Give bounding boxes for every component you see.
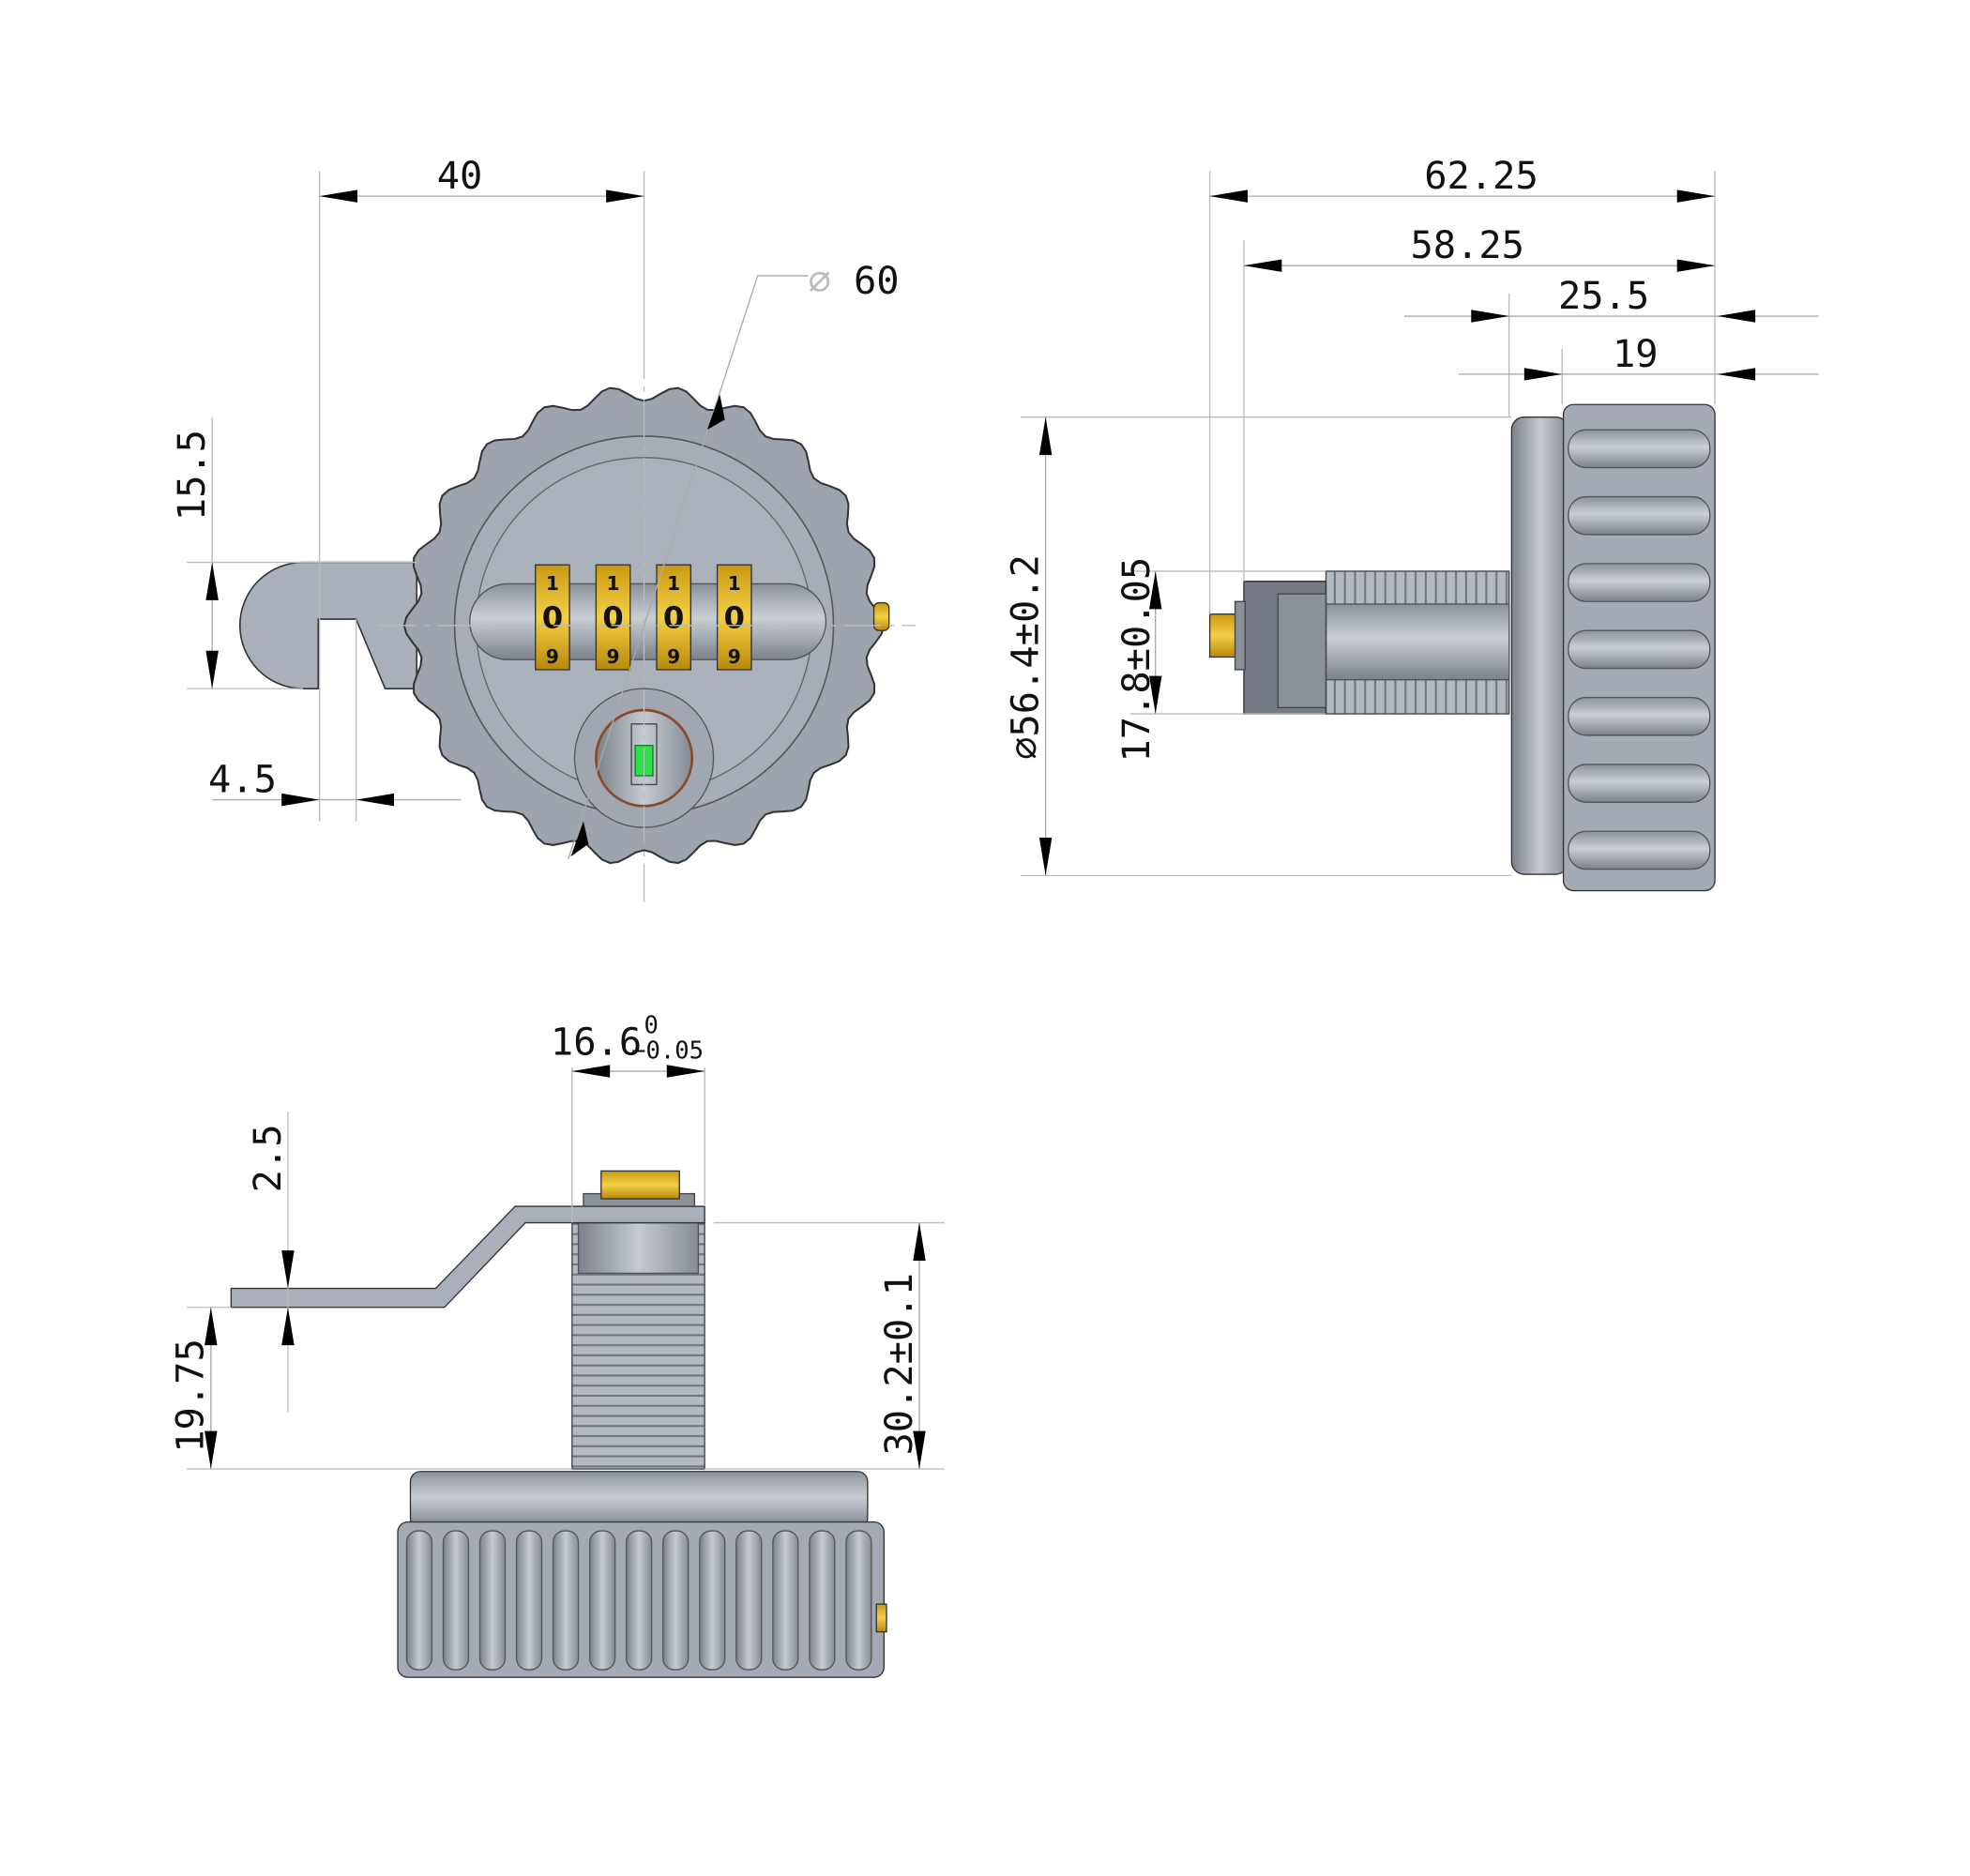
dial-digit-top: 1: [546, 572, 559, 595]
brass-pin: [875, 1603, 887, 1633]
knob-rib: [845, 1530, 872, 1671]
knob-rib: [809, 1530, 836, 1671]
brass-nut: [1208, 613, 1238, 658]
knob-rib: [699, 1530, 726, 1671]
knob-flange: [1510, 416, 1569, 875]
dial-3: 1 0 9: [656, 564, 692, 671]
cam-plate: [230, 1205, 705, 1309]
knob-rib: [1568, 696, 1711, 736]
dial-2: 1 0 9: [595, 564, 631, 671]
dim-width: 40: [437, 154, 483, 198]
dial-1: 1 0 9: [535, 564, 570, 671]
knob-rib: [1568, 429, 1711, 469]
dial-digit-top: 1: [607, 572, 620, 595]
front-view: 1 0 9 1 0 9 1 0 9 1 0 9: [170, 154, 916, 910]
knob-rib: [735, 1530, 763, 1671]
knob-rib: [1568, 495, 1711, 536]
dial-axle: [469, 582, 827, 660]
knob-ribs: [405, 1530, 872, 1671]
brass-nut: [600, 1170, 680, 1200]
dim-knob-ribs: 19: [1613, 332, 1659, 376]
knob-rib: [478, 1530, 507, 1671]
knob-rib: [662, 1530, 690, 1671]
dim-body: 58.25: [1410, 223, 1524, 267]
dim-knob: 25.5: [1558, 274, 1649, 318]
dial-digit-current[interactable]: 0: [663, 600, 684, 636]
dim-shaft-width: 16.6: [551, 1021, 642, 1065]
knob-rib: [1568, 563, 1711, 602]
dim-cam-thickness: 2.5: [246, 1124, 290, 1192]
knob-rib: [772, 1530, 799, 1671]
dial-digit-bottom: 9: [667, 645, 680, 668]
dial-digit-bottom: 9: [607, 645, 620, 668]
dials: 1 0 9 1 0 9 1 0 9 1 0 9: [535, 564, 752, 671]
dim-shaft-tol-lower: −0.05: [631, 1037, 704, 1066]
knob-rib: [515, 1530, 543, 1671]
dim-shaft-tol-upper: 0: [644, 1012, 659, 1040]
knob-rib: [1568, 629, 1711, 670]
dial-digit-bottom: 9: [728, 645, 741, 668]
dim-cam-height: 19.75: [169, 1339, 213, 1453]
brass-pin: [872, 601, 890, 631]
dim-knob-diameter: ⌀56.4±0.2: [1004, 554, 1048, 760]
dial-digit-top: 1: [728, 572, 741, 595]
dim-cam-height: 15.5: [170, 430, 214, 521]
dial-digit-top: 1: [667, 572, 680, 595]
knob-rib: [626, 1530, 653, 1671]
knob-rib: [442, 1530, 470, 1671]
diameter-symbol: ⌀: [809, 259, 831, 303]
dial-digit-current[interactable]: 0: [542, 600, 563, 636]
dial-digit-current[interactable]: 0: [724, 600, 745, 636]
dial-digit-current[interactable]: 0: [602, 600, 623, 636]
side-view: 62.25 58.25 25.5 19 ⌀56.4±0.2 17.8±0.05: [1004, 154, 1819, 892]
knob-base: [409, 1471, 869, 1530]
knob-rib: [1568, 830, 1711, 870]
dim-cam-offset: 4.5: [208, 758, 277, 802]
knob-ribs: [1568, 429, 1711, 870]
dial-digit-bottom: 9: [546, 645, 559, 668]
bottom-view: 16.6 0 −0.05 2.5 19.75 30.2±0.1: [169, 1012, 945, 1678]
dial-4: 1 0 9: [716, 564, 752, 671]
dim-shaft-length: 30.2±0.1: [877, 1273, 921, 1455]
dim-overall: 62.25: [1424, 154, 1538, 198]
knob-rib: [588, 1530, 616, 1671]
dim-diameter: 60: [854, 259, 900, 303]
knob-rib: [552, 1530, 580, 1671]
knob-rib: [1568, 764, 1711, 803]
knob-rib: [405, 1530, 433, 1671]
dim-thread-diameter: 17.8±0.05: [1114, 557, 1159, 763]
